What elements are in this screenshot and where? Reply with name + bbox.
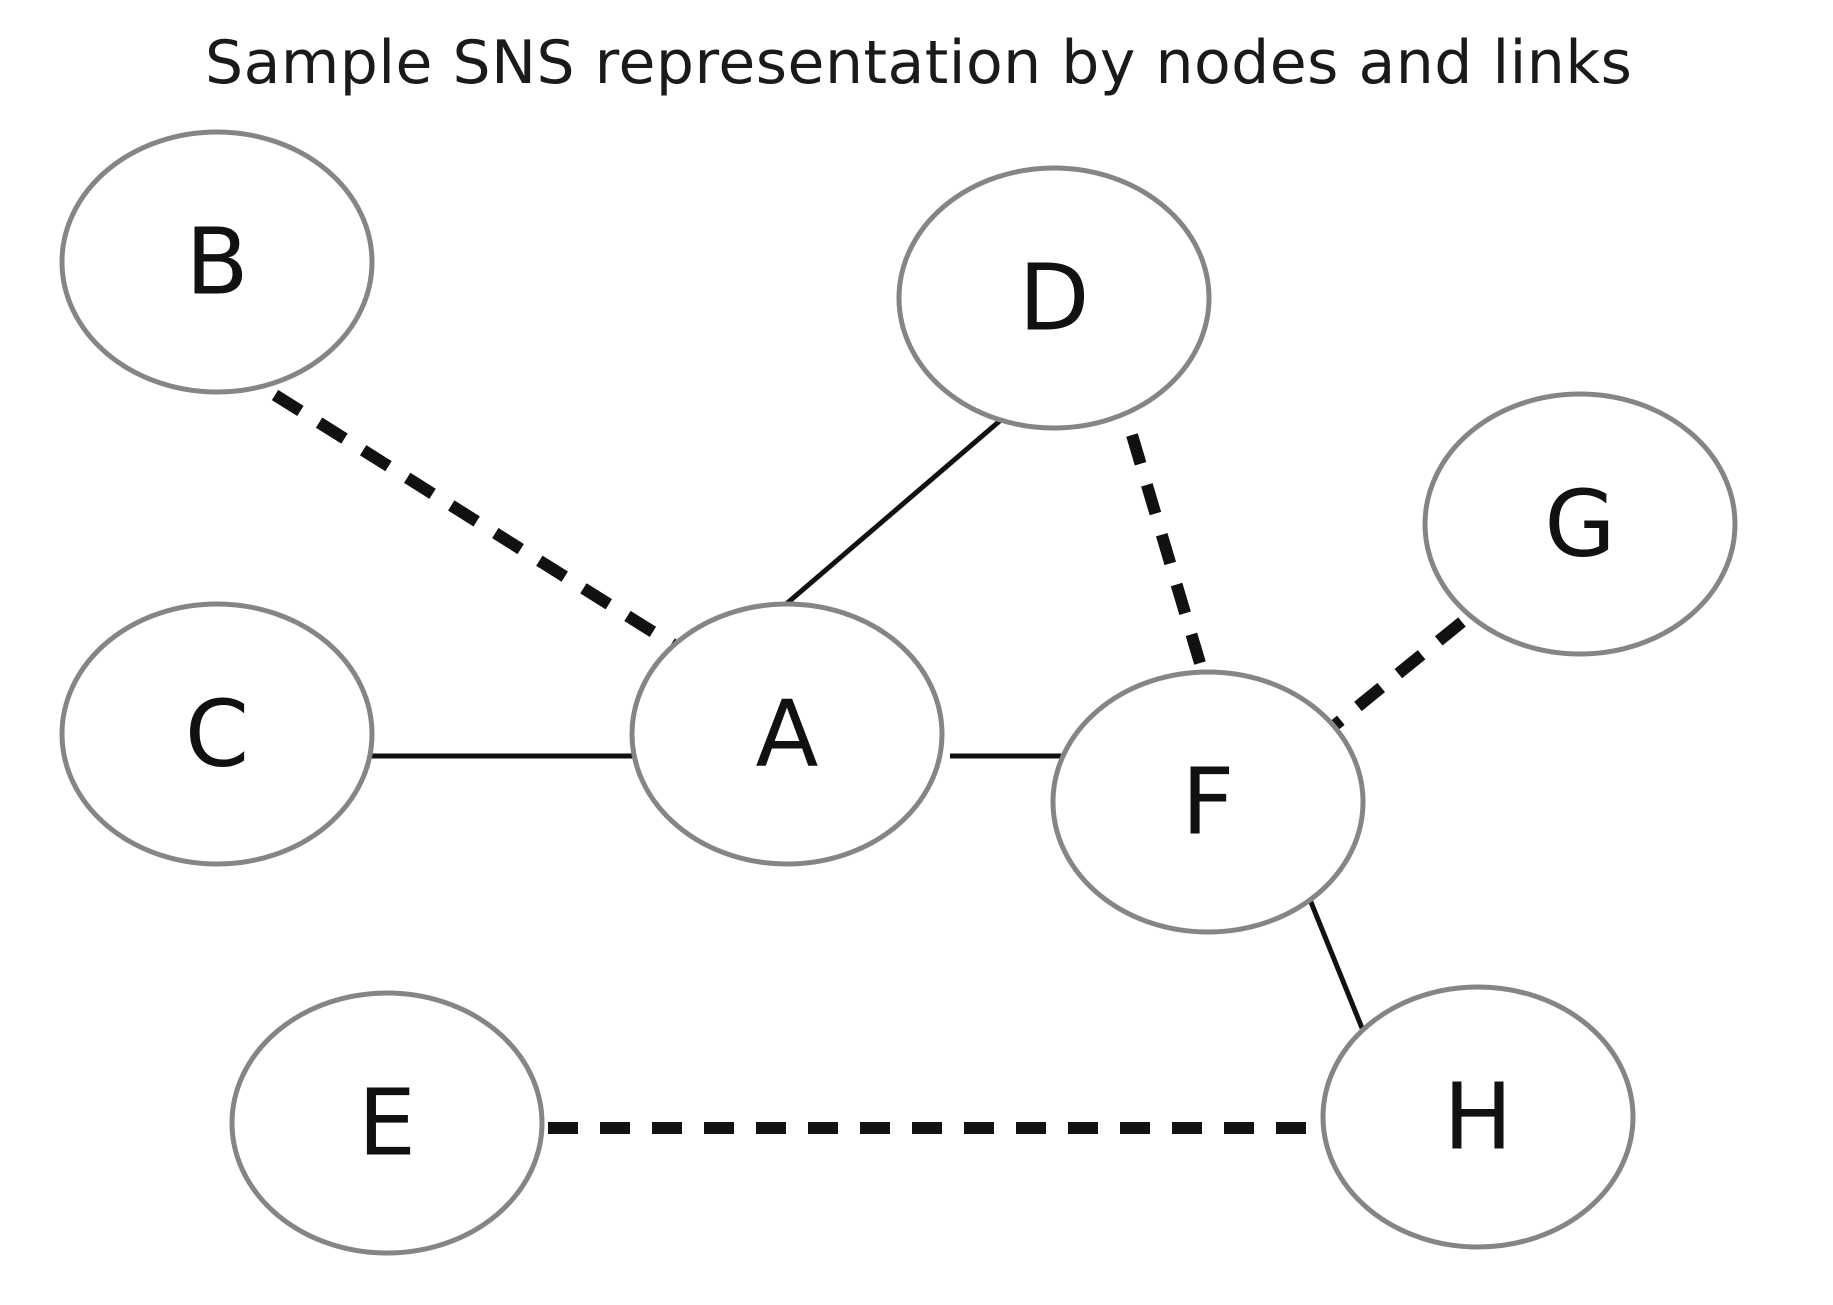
edges-layer	[271, 389, 1466, 1134]
diagram-title: Sample SNS representation by nodes and l…	[205, 28, 1633, 98]
node-f: F	[1050, 669, 1366, 935]
node-b-circle	[59, 129, 375, 395]
node-c-circle	[59, 601, 375, 867]
node-h: H	[1320, 984, 1636, 1250]
node-f-label: F	[1182, 749, 1235, 856]
node-g-label: G	[1544, 471, 1615, 578]
link-d-a	[783, 393, 1032, 607]
node-b-label: B	[185, 209, 248, 316]
node-b: B	[59, 129, 375, 395]
node-e: E	[229, 990, 545, 1256]
node-c-label: C	[185, 681, 249, 788]
node-d-circle	[896, 165, 1212, 431]
node-a: A	[629, 601, 945, 867]
node-g-circle	[1422, 391, 1738, 657]
node-e-label: E	[358, 1070, 416, 1177]
node-d: D	[896, 165, 1212, 431]
node-c: C	[59, 601, 375, 867]
link-g-f	[1331, 617, 1466, 730]
node-a-circle	[629, 601, 945, 867]
link-f-h	[1299, 879, 1365, 1029]
node-e-circle	[229, 990, 545, 1256]
link-b-a	[271, 389, 689, 658]
node-g: G	[1422, 391, 1738, 657]
node-f-circle	[1050, 669, 1366, 935]
node-h-label: H	[1443, 1064, 1512, 1171]
node-h-circle	[1320, 984, 1636, 1250]
link-d-f	[1126, 433, 1214, 692]
nodes-layer: B D G C A F E H	[59, 129, 1738, 1256]
node-d-label: D	[1019, 245, 1090, 352]
node-a-label: A	[756, 681, 819, 788]
